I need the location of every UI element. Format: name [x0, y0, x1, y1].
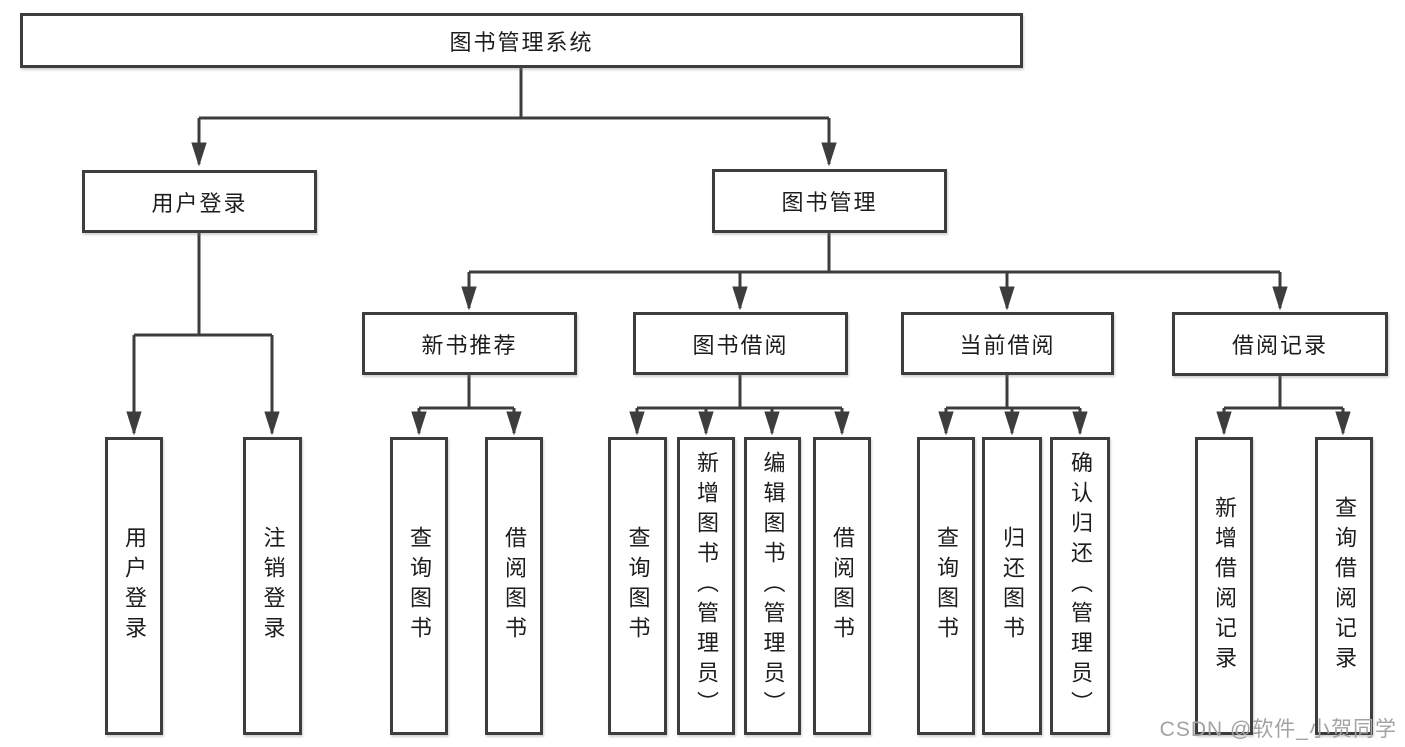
- leaf-add-books-admin: 新增图书（管理员）: [677, 437, 735, 735]
- node-book-management: 图书管理: [712, 169, 947, 233]
- node-new-book-recommendation: 新书推荐: [362, 312, 577, 375]
- leaf-logout: 注销登录: [243, 437, 302, 735]
- leaf-return-books: 归还图书: [982, 437, 1042, 735]
- leaf-query-borrow-record: 查询借阅记录: [1315, 437, 1373, 735]
- leaf-confirm-return-admin: 确认归还（管理员）: [1050, 437, 1110, 735]
- root-label: 图书管理系统: [449, 29, 594, 55]
- leaf-label: 新增借阅记录: [1212, 496, 1237, 676]
- leaf-user-login: 用户登录: [105, 437, 163, 735]
- leaf-label: 借阅图书: [502, 526, 527, 646]
- leaf-query-books-borrowing: 查询图书: [608, 437, 667, 735]
- node-label: 借阅记录: [1231, 333, 1328, 358]
- node-label: 新书推荐: [421, 332, 518, 358]
- node-user-login: 用户登录: [82, 170, 317, 233]
- node-label: 当前借阅: [959, 332, 1056, 358]
- node-label: 图书管理: [781, 190, 878, 215]
- leaf-label: 借阅图书: [830, 526, 855, 646]
- leaf-label: 归还图书: [1000, 526, 1025, 646]
- node-label: 图书借阅: [692, 332, 789, 358]
- leaf-label: 查询借阅记录: [1332, 496, 1357, 676]
- node-book-borrowing: 图书借阅: [633, 312, 848, 375]
- leaf-add-borrow-record: 新增借阅记录: [1195, 437, 1253, 735]
- leaf-label: 新增图书（管理员）: [694, 451, 719, 721]
- node-label: 用户登录: [151, 190, 248, 216]
- leaf-edit-books-admin: 编辑图书（管理员）: [744, 437, 801, 735]
- leaf-label: 注销登录: [260, 526, 286, 646]
- leaf-label: 用户登录: [122, 526, 147, 646]
- leaf-label: 确认归还（管理员）: [1068, 451, 1093, 721]
- leaf-borrow-books-recommend: 借阅图书: [485, 437, 543, 735]
- leaf-label: 查询图书: [934, 526, 959, 646]
- leaf-query-books-recommend: 查询图书: [390, 437, 448, 735]
- node-current-borrowing: 当前借阅: [901, 312, 1114, 375]
- node-library-management-system: 图书管理系统: [20, 13, 1023, 68]
- leaf-label: 查询图书: [407, 526, 432, 646]
- csdn-watermark: CSDN @软件_小贺同学: [1159, 718, 1397, 741]
- leaf-label: 编辑图书（管理员）: [760, 451, 786, 721]
- node-borrowing-records: 借阅记录: [1172, 312, 1388, 376]
- leaf-label: 查询图书: [625, 526, 651, 646]
- leaf-query-books-current: 查询图书: [917, 437, 975, 735]
- leaf-borrow-books-borrowing: 借阅图书: [813, 437, 871, 735]
